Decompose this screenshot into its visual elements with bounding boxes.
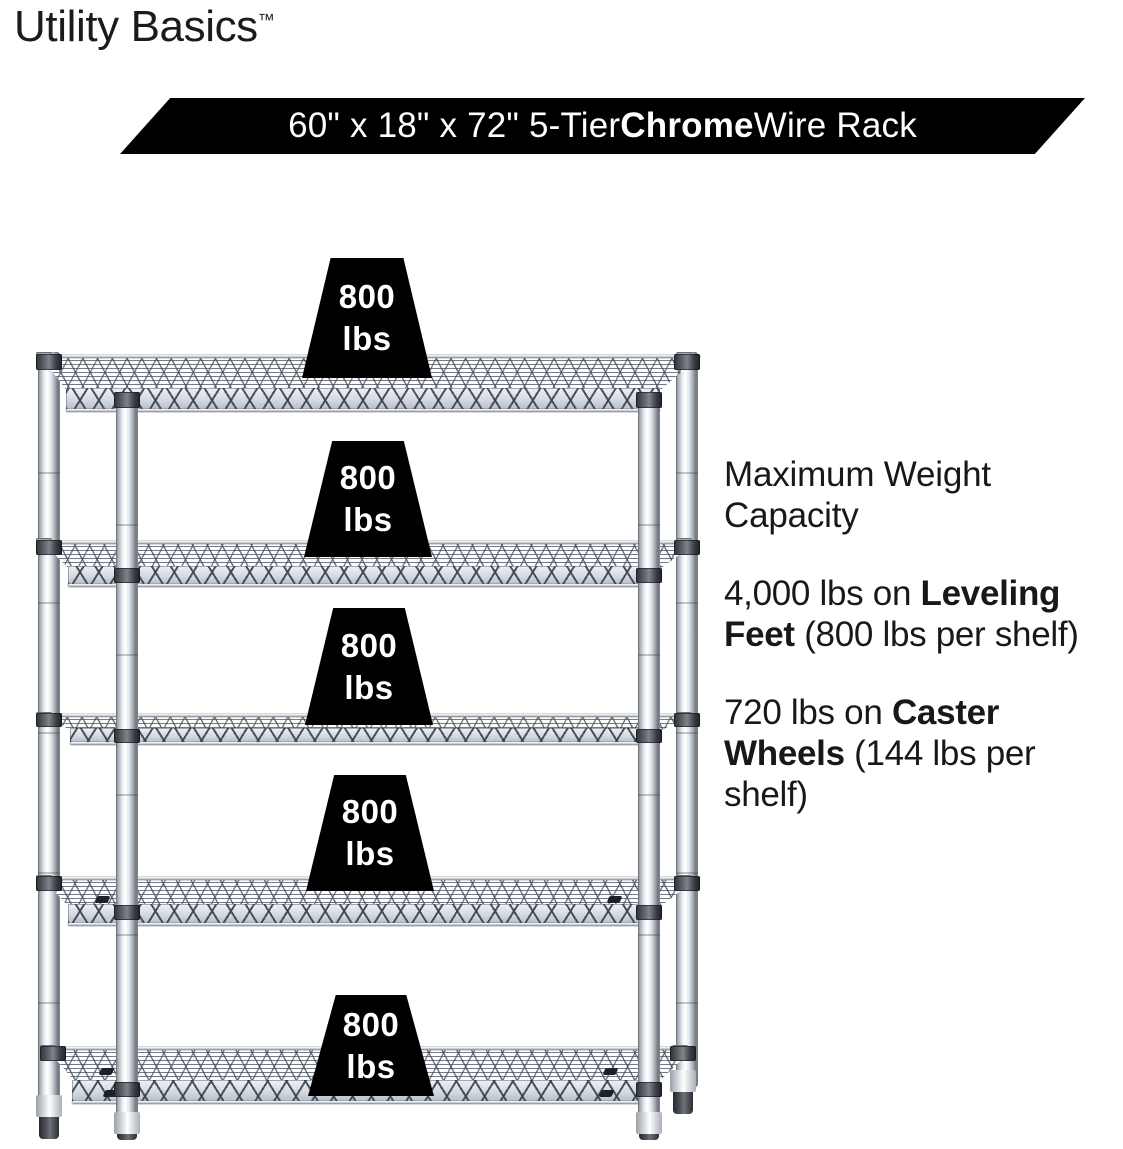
shelf-front-edge-wire (68, 923, 658, 926)
leveling-foot (673, 1092, 693, 1114)
banner-text-suffix: Wire Rack (753, 106, 917, 145)
badge-trapezoid (308, 995, 434, 1096)
post-sleeve (674, 540, 700, 555)
post-groove (116, 794, 138, 796)
post-groove (638, 794, 660, 796)
post-sleeve (114, 905, 140, 920)
truss-zigzag (68, 904, 658, 924)
truss-zigzag (70, 728, 654, 743)
truss-zigzag (68, 566, 658, 585)
weight-capacity-callout: Maximum Weight Capacity 4,000 lbs on Lev… (724, 455, 1123, 815)
post-groove (116, 524, 138, 526)
post-groove (676, 602, 698, 604)
shelf-front-truss (68, 566, 658, 585)
leveling-foot-collar (670, 1070, 696, 1092)
post-sleeve (114, 729, 140, 743)
leveling-feet-total: 4,000 lbs on (724, 574, 921, 614)
badge-trapezoid (302, 258, 432, 378)
weight-badge-tier-3: 800 lbs (305, 608, 433, 725)
post-sleeve (114, 1082, 140, 1097)
post-groove (38, 732, 60, 734)
post-groove (676, 732, 698, 734)
shelf-front-truss (66, 388, 660, 410)
post-sleeve (636, 905, 662, 920)
post-groove (116, 654, 138, 656)
callout-line-caster-wheels: 720 lbs on Caster Wheels (144 lbs per sh… (724, 693, 1123, 815)
leveling-foot-collar (36, 1095, 62, 1117)
brand-logo: Utility Basics™ (14, 2, 275, 52)
post-sleeve (636, 1082, 662, 1097)
leveling-foot (39, 1117, 59, 1139)
post-tube (116, 394, 138, 1124)
leveling-feet-per-shelf: (800 lbs per shelf) (794, 614, 1079, 654)
shelf-front-edge-wire (70, 742, 654, 745)
post-sleeve (36, 540, 62, 555)
weight-badge-tier-5: 800 lbs (308, 995, 434, 1096)
truss-zigzag (66, 388, 660, 410)
shelf-front-edge-wire (66, 409, 660, 412)
badge-trapezoid (306, 775, 434, 891)
weight-badge-tier-2: 800 lbs (304, 441, 432, 557)
post-groove (116, 934, 138, 936)
shelf-front-truss (68, 904, 658, 924)
post-groove (38, 872, 60, 874)
product-title-banner: 60" x 18" x 72" 5-Tier Chrome Wire Rack (120, 98, 1085, 154)
front-right-post (638, 394, 660, 1124)
leveling-feet-term: Leveling Feet (724, 574, 1061, 654)
leveling-foot (117, 1134, 137, 1140)
post-groove (38, 602, 60, 604)
post-sleeve (636, 568, 662, 583)
post-sleeve (674, 354, 700, 370)
shelf-front-edge-wire (72, 1101, 652, 1104)
brand-name: Utility Basics (14, 2, 258, 51)
caster-wheels-term: Caster Wheels (724, 693, 1000, 773)
post-sleeve (674, 876, 700, 891)
banner-text: 60" x 18" x 72" 5-Tier Chrome Wire Rack (120, 98, 1085, 154)
weight-badge-tier-1: 800 lbs (302, 258, 432, 378)
banner-text-highlight: Chrome (620, 106, 754, 145)
post-sleeve (36, 876, 62, 891)
leveling-foot-collar (114, 1112, 140, 1134)
badge-trapezoid (304, 441, 432, 557)
caster-wheels-total: 720 lbs on (724, 693, 892, 733)
badge-trapezoid (305, 608, 433, 725)
post-groove (638, 524, 660, 526)
shelf-front-truss (70, 728, 654, 743)
post-groove (638, 934, 660, 936)
post-sleeve (114, 568, 140, 583)
banner-background (120, 98, 1085, 154)
post-sleeve (636, 392, 662, 408)
post-sleeve (674, 713, 700, 727)
wire-rack-illustration: 800 lbs 800 lbs 800 lbs 800 lbs (0, 258, 730, 1140)
post-groove (676, 1002, 698, 1004)
post-tube (638, 394, 660, 1124)
post-sleeve (670, 1046, 696, 1061)
callout-heading: Maximum Weight Capacity (724, 455, 991, 535)
rear-left-post (38, 352, 60, 1112)
leveling-foot-collar (636, 1112, 662, 1134)
post-groove (38, 1002, 60, 1004)
post-sleeve (36, 354, 62, 370)
post-sleeve (636, 729, 662, 743)
post-sleeve (114, 392, 140, 408)
trademark-symbol: ™ (257, 10, 275, 30)
callout-line-leveling-feet: 4,000 lbs on Leveling Feet (800 lbs per … (724, 574, 1123, 655)
caster-wheels-per-shelf: (144 lbs per shelf) (724, 733, 1036, 814)
banner-text-prefix: 60" x 18" x 72" 5-Tier (288, 106, 621, 145)
weight-badge-tier-4: 800 lbs (306, 775, 434, 891)
post-groove (638, 654, 660, 656)
post-sleeve (36, 713, 62, 727)
front-left-post (116, 394, 138, 1124)
post-groove (676, 472, 698, 474)
post-sleeve (40, 1046, 66, 1061)
post-groove (38, 472, 60, 474)
post-groove (676, 872, 698, 874)
leveling-foot (639, 1134, 659, 1140)
shelf-front-edge-wire (68, 584, 658, 587)
